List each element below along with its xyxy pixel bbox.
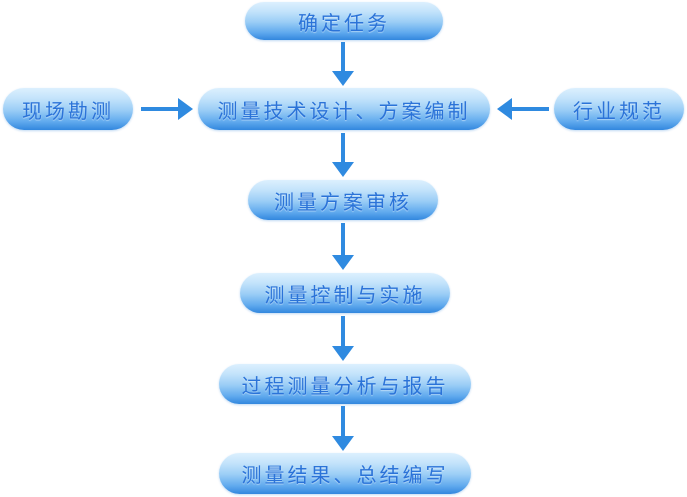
node-industry-standard: 行业规范 <box>554 88 684 130</box>
arrow-shaft <box>341 316 345 346</box>
arrow-shaft <box>341 223 345 255</box>
node-review-label: 测量方案审核 <box>274 191 412 214</box>
node-site-survey: 现场勘测 <box>3 88 133 130</box>
node-analysis: 过程测量分析与报告 <box>219 364 471 404</box>
node-control-label: 测量控制与实施 <box>264 284 426 307</box>
arrow-design-to-review-icon <box>331 133 355 177</box>
arrow-head <box>497 98 512 120</box>
node-design: 测量技术设计、方案编制 <box>198 88 490 130</box>
arrow-analysis-to-summary-icon <box>331 406 355 451</box>
arrow-shaft <box>141 107 178 111</box>
node-industry-standard-label: 行业规范 <box>573 100 665 123</box>
arrow-head <box>178 98 193 120</box>
arrow-shaft <box>341 406 345 436</box>
arrow-industry-standard-to-design-icon <box>497 97 549 121</box>
node-summary-label: 测量结果、总结编写 <box>241 465 449 487</box>
arrow-head <box>332 346 354 361</box>
node-determine-task: 确定任务 <box>245 2 443 40</box>
arrow-head <box>332 71 354 86</box>
node-control: 测量控制与实施 <box>240 273 450 313</box>
arrow-head <box>332 255 354 270</box>
arrow-review-to-control-icon <box>331 223 355 270</box>
arrow-shaft <box>341 133 345 162</box>
node-site-survey-label: 现场勘测 <box>22 100 114 123</box>
node-determine-task-label: 确定任务 <box>298 12 390 35</box>
node-review: 测量方案审核 <box>248 180 438 220</box>
arrow-control-to-analysis-icon <box>331 316 355 361</box>
node-design-label: 测量技术设计、方案编制 <box>217 100 471 123</box>
arrow-shaft <box>341 42 345 71</box>
arrow-head <box>332 162 354 177</box>
arrow-shaft <box>512 107 549 111</box>
node-analysis-label: 过程测量分析与报告 <box>241 375 449 398</box>
arrow-head <box>332 436 354 451</box>
node-summary: 测量结果、总结编写 <box>219 453 471 494</box>
arrow-site-survey-to-design-icon <box>141 97 193 121</box>
arrow-task-to-design-icon <box>331 42 355 86</box>
